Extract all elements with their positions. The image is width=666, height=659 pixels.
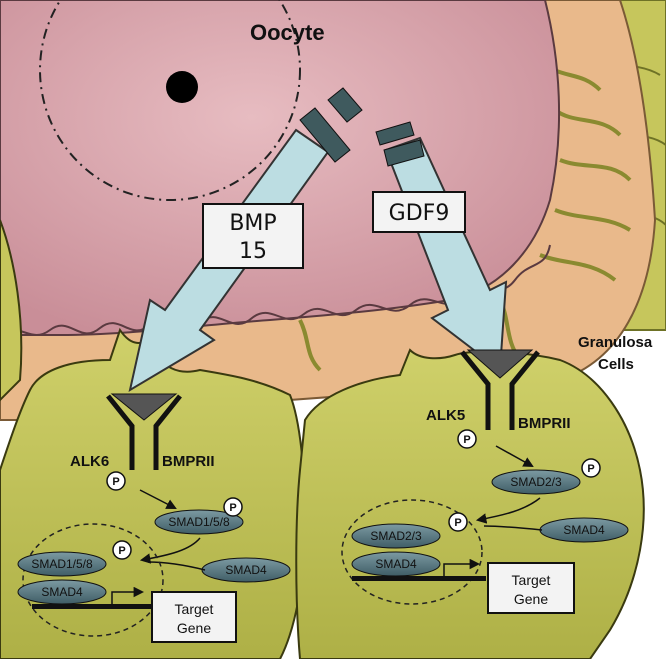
right-smad-nuc: SMAD2/3 P — [351, 512, 468, 549]
nucleolus — [166, 71, 198, 103]
right-arrow-3 — [483, 525, 543, 531]
right-arrow-2 — [475, 497, 541, 524]
left-arrow-3 — [147, 561, 206, 571]
left-smad4-cyto-text: SMAD4 — [225, 563, 267, 577]
bmp15-label-box: BMP 15 — [202, 203, 304, 269]
right-receptor-phospho: P — [457, 429, 477, 449]
left-smad-nuc-phospho: P — [118, 545, 125, 557]
left-smad-cyto-text: SMAD1/5/8 — [168, 515, 230, 529]
right-receptor — [460, 349, 540, 430]
granulosa-label-line2: Cells — [598, 356, 634, 373]
right-bmprii-label: BMPRII — [518, 415, 571, 432]
oocyte-nucleus-boundary — [39, 0, 301, 201]
left-target-gene-box: Target Gene — [151, 591, 237, 643]
left-target-line2: Gene — [177, 620, 211, 636]
left-arrow-1 — [139, 489, 177, 509]
left-bmprii-label: BMPRII — [162, 453, 215, 470]
left-smad4-nuc: SMAD4 — [17, 579, 107, 605]
left-receptor — [106, 393, 182, 470]
left-alk6-label: ALK6 — [70, 453, 109, 470]
left-dna — [32, 586, 152, 609]
gdf9-label-box: GDF9 — [372, 191, 466, 233]
right-smad4-nuc: SMAD4 — [351, 551, 441, 577]
right-smad4-cyto-text: SMAD4 — [563, 523, 605, 537]
right-arrow-1 — [495, 445, 534, 468]
right-target-line1: Target — [512, 572, 551, 588]
right-alk5-label: ALK5 — [426, 407, 465, 424]
right-target-line2: Gene — [514, 591, 548, 607]
right-receptor-phospho-text: P — [463, 434, 470, 446]
right-dna — [352, 558, 486, 581]
left-smad-nuc: SMAD1/5/8 P — [17, 540, 132, 577]
bmp15-label-line1: BMP — [229, 211, 276, 236]
left-smad4-cyto: SMAD4 — [201, 557, 291, 583]
left-receptor-phospho: P — [106, 471, 126, 491]
right-smad-cyto-phospho: P — [587, 463, 594, 475]
bmp15-ligand — [299, 87, 363, 163]
left-receptor-phospho-text: P — [112, 476, 119, 488]
left-smad-cyto: SMAD1/5/8 P — [154, 497, 244, 535]
left-target-line1: Target — [175, 601, 214, 617]
right-target-gene-box: Target Gene — [487, 562, 575, 614]
right-smad4-nuc-text: SMAD4 — [375, 557, 417, 571]
right-smad-cyto: SMAD2/3 P — [491, 458, 601, 495]
right-smad-cyto-text: SMAD2/3 — [510, 475, 562, 489]
right-smad-nuc-text: SMAD2/3 — [370, 529, 422, 543]
granulosa-cell-right — [295, 348, 645, 659]
right-smad4-cyto: SMAD4 — [539, 517, 629, 543]
gdf9-ligand — [375, 121, 425, 167]
left-smad-nuc-text: SMAD1/5/8 — [31, 557, 93, 571]
left-arrow-2 — [139, 537, 201, 564]
oocyte-label: Oocyte — [250, 20, 325, 45]
right-nucleus — [341, 499, 483, 605]
right-smad-nuc-phospho: P — [454, 517, 461, 529]
granulosa-label-line1: Granulosa — [578, 334, 653, 351]
gdf9-label: GDF9 — [389, 201, 450, 226]
left-nucleus — [22, 523, 164, 637]
granulosa-cell-edge — [0, 219, 23, 402]
left-smad-cyto-phospho: P — [229, 502, 236, 514]
bmp15-label-line2: 15 — [239, 239, 267, 264]
left-smad4-nuc-text: SMAD4 — [41, 585, 83, 599]
